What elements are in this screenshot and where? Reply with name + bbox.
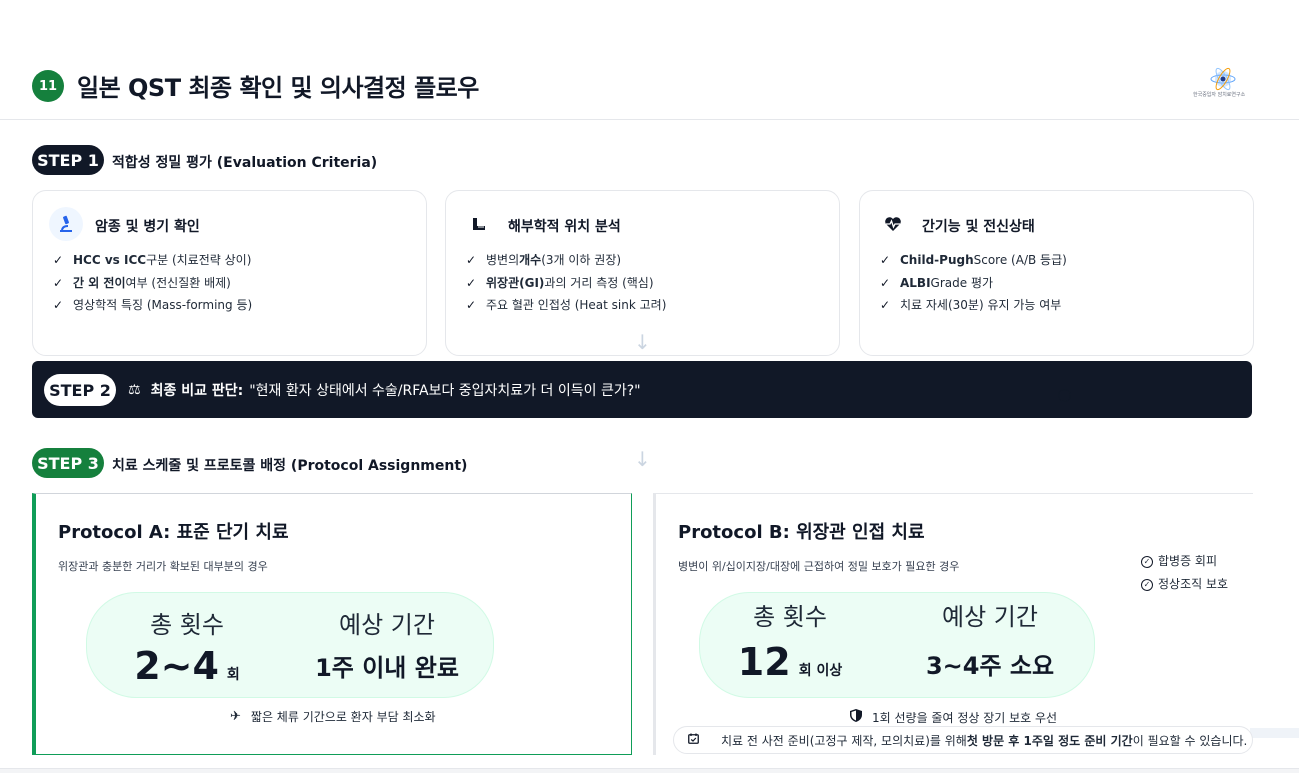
list-item: ✓병변의 개수 (3개 이하 권장)	[466, 249, 666, 272]
period-value: 1주 이내 완료	[315, 654, 459, 682]
count-unit: 회	[226, 667, 240, 683]
check-icon: ✓	[466, 253, 477, 267]
list-item: ✓주요 혈관 인접성 (Heat sink 고려)	[466, 294, 666, 317]
list-item: ✓영상학적 특징 (Mass-forming 등)	[53, 294, 252, 317]
shield-icon	[850, 709, 862, 726]
list-item: ✓Child-Pugh Score (A/B 등급)	[880, 249, 1067, 272]
list-item: ✓치료 자세(30분) 유지 가능 여부	[880, 294, 1067, 317]
step3-badge: STEP 3	[32, 448, 104, 478]
step2-bar: STEP 2 ⚖ 최종 비교 판단: "현재 환자 상태에서 수술/RFA보다 …	[32, 361, 1252, 418]
check-circle-icon: ✓	[1141, 578, 1153, 591]
decorative-shade	[1250, 728, 1299, 738]
period-value: 3~4주 소요	[925, 652, 1055, 680]
protocol-subtitle: 병변이 위/십이지장/대장에 근접하여 정밀 보호가 필요한 경우	[678, 560, 960, 573]
benefit-list: ✓합병증 회피 ✓정상조직 보호	[1141, 550, 1228, 596]
criteria-card-liver: 간기능 및 전신상태 ✓Child-Pugh Score (A/B 등급) ✓A…	[859, 190, 1254, 356]
check-circle-icon	[1058, 389, 1071, 402]
criteria-card-anatomy: 해부학적 위치 분석 ✓병변의 개수 (3개 이하 권장) ✓위장관(GI)과의…	[445, 190, 840, 356]
list-item: ✓위장관(GI)과의 거리 측정 (핵심)	[466, 272, 666, 295]
arrow-down-icon: ↓	[634, 447, 651, 471]
protocol-note: 1회 선량을 줄여 정상 장기 보호 우선	[850, 709, 1057, 726]
criteria-list: ✓병변의 개수 (3개 이하 권장) ✓위장관(GI)과의 거리 측정 (핵심)…	[466, 249, 666, 317]
prep-notice: 치료 전 사전 준비(고정구 제작, 모의치료)를 위해 첫 방문 후 1주일 …	[673, 726, 1253, 754]
protocol-b-card: Protocol B: 위장관 인접 치료 병변이 위/십이지장/대장에 근접하…	[653, 493, 1253, 755]
microscope-icon	[49, 207, 83, 241]
period-stat: 예상 기간 1주 이내 완료	[315, 611, 459, 682]
benefit-item: ✓합병증 회피	[1141, 550, 1228, 573]
protocol-title: Protocol B: 위장관 인접 치료	[678, 522, 925, 543]
header: 11 일본 QST 최종 확인 및 의사결정 플로우 한국중입자 암치료연구소	[0, 0, 1299, 120]
check-icon: ✓	[466, 298, 477, 312]
logo-text: 한국중입자 암치료연구소	[1193, 92, 1246, 98]
count-value: 2~4	[134, 644, 219, 688]
criteria-card-cancer: 암종 및 병기 확인 ✓HCC vs ICC 구분 (치료전략 상이) ✓간 외…	[32, 190, 427, 356]
airplane-icon: ✈	[230, 709, 241, 724]
count-value: 12	[737, 640, 791, 684]
step3-title: 치료 스케줄 및 프로토콜 배정 (Protocol Assignment)	[112, 458, 468, 474]
check-icon: ✓	[880, 298, 891, 312]
step1-badge: STEP 1	[32, 145, 104, 175]
list-item: ✓간 외 전이 여부 (전신질환 배제)	[53, 272, 252, 295]
protocol-title: Protocol A: 표준 단기 치료	[58, 522, 289, 543]
protocol-a-card: Protocol A: 표준 단기 치료 위장관과 충분한 거리가 확보된 대부…	[32, 493, 632, 755]
criteria-list: ✓Child-Pugh Score (A/B 등급) ✓ALBI Grade 평…	[880, 249, 1067, 317]
protocol-note: ✈ 짧은 체류 기간으로 환자 부담 최소화	[230, 709, 436, 724]
check-icon: ✓	[53, 253, 64, 267]
benefit-item: ✓정상조직 보호	[1141, 573, 1228, 596]
page-title: 일본 QST 최종 확인 및 의사결정 플로우	[77, 74, 479, 102]
check-icon: ✓	[880, 253, 891, 267]
card-title: 해부학적 위치 분석	[508, 219, 621, 235]
list-item: ✓HCC vs ICC 구분 (치료전략 상이)	[53, 249, 252, 272]
criteria-list: ✓HCC vs ICC 구분 (치료전략 상이) ✓간 외 전이 여부 (전신질…	[53, 249, 252, 317]
scale-icon: ⚖	[128, 382, 141, 398]
check-icon: ✓	[466, 275, 477, 290]
card-title: 암종 및 병기 확인	[95, 219, 200, 235]
section-number-badge: 11	[32, 70, 64, 102]
institute-logo	[1210, 67, 1236, 91]
heart-pulse-icon	[876, 207, 910, 241]
step2-badge: STEP 2	[44, 374, 116, 406]
step1-title: 적합성 정밀 평가 (Evaluation Criteria)	[112, 155, 378, 171]
protocol-subtitle: 위장관과 충분한 거리가 확보된 대부분의 경우	[58, 560, 268, 573]
list-item: ✓ALBI Grade 평가	[880, 272, 1067, 295]
check-icon: ✓	[53, 275, 64, 290]
calendar-check-icon	[688, 733, 699, 747]
period-stat: 예상 기간 3~4주 소요	[925, 603, 1055, 680]
check-circle-icon: ✓	[1141, 555, 1153, 568]
arrow-down-icon: ↓	[634, 330, 651, 354]
check-icon: ✓	[53, 298, 64, 312]
ruler-icon	[462, 207, 496, 241]
count-unit: 회 이상	[798, 663, 843, 679]
footer-divider	[0, 768, 1299, 773]
check-icon: ✓	[880, 275, 891, 290]
step2-question: ⚖ 최종 비교 판단: "현재 환자 상태에서 수술/RFA보다 중입자치료가 …	[128, 382, 641, 399]
card-title: 간기능 및 전신상태	[922, 219, 1035, 235]
